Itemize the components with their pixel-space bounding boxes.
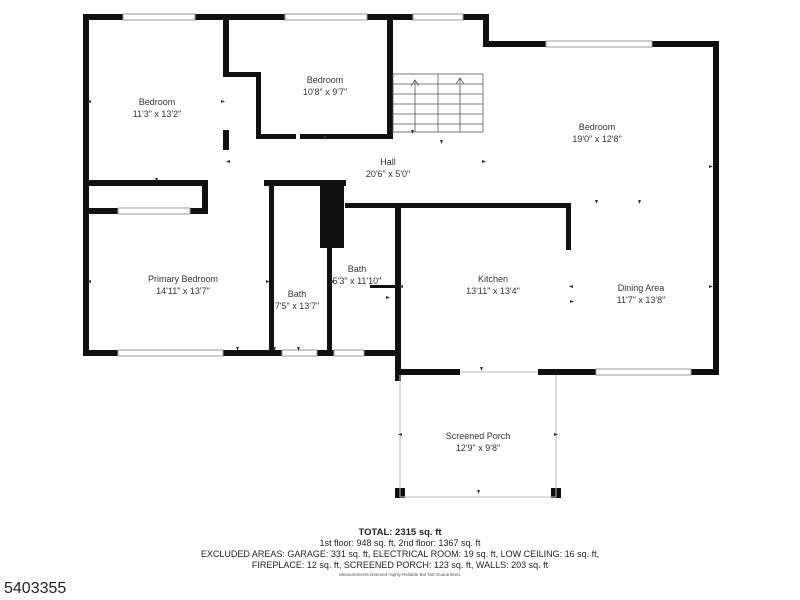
room-dimensions: 20'6" x 5'0" xyxy=(365,169,411,179)
total-area: TOTAL: 2315 sq. ft xyxy=(358,527,442,538)
room-label-screened-porch: Screened Porch 12'9" x 9'8" xyxy=(446,430,511,454)
floor-areas: 1st floor: 948 sq. ft, 2nd floor: 1367 s… xyxy=(319,538,481,548)
room-name: Kitchen xyxy=(477,274,509,284)
room-name: Bath xyxy=(347,264,367,274)
room-dimensions: 12'9" x 9'8" xyxy=(455,443,501,453)
listing-id: 5403355 xyxy=(4,580,67,597)
dimension-ticks xyxy=(87,100,713,494)
room-label-kitchen: Kitchen 13'11" x 13'4" xyxy=(466,273,520,297)
excluded-areas-line-1: EXCLUDED AREAS: GARAGE: 331 sq. ft, ELEC… xyxy=(200,549,600,559)
room-label-bedroom-ne: Bedroom 19'0" x 12'8" xyxy=(572,121,621,145)
room-dimensions: 11'7" x 13'8" xyxy=(616,295,666,305)
floor-plan xyxy=(83,13,719,498)
room-name: Hall xyxy=(380,157,396,167)
room-dimensions: 19'0" x 12'8" xyxy=(572,134,622,144)
area-summary: TOTAL: 2315 sq. ft 1st floor: 948 sq. ft… xyxy=(0,527,800,578)
room-dimensions: 14'11" x 13'7" xyxy=(156,286,210,296)
room-name: Primary Bedroom xyxy=(147,274,219,284)
room-dimensions: 10'8" x 9'7" xyxy=(302,87,348,97)
room-label-bedroom-n: Bedroom 10'8" x 9'7" xyxy=(303,74,347,98)
room-name: Screened Porch xyxy=(445,431,511,441)
room-name: Bedroom xyxy=(578,122,616,132)
room-name: Dining Area xyxy=(617,283,665,293)
room-dimensions: 5'3" x 11'10" xyxy=(332,276,382,286)
room-label-dining-area: Dining Area 11'7" x 13'8" xyxy=(617,282,666,306)
room-name: Bedroom xyxy=(306,75,344,85)
room-dimensions: 11'3" x 13'2" xyxy=(132,109,182,119)
porch-outline xyxy=(399,371,557,498)
windows xyxy=(117,13,692,376)
room-label-bath-small: Bath 5'3" x 11'10" xyxy=(333,263,382,287)
room-name: Bath xyxy=(287,289,307,299)
room-label-bedroom-nw: Bedroom 11'3" x 13'2" xyxy=(133,96,182,120)
room-label-bath-main: Bath 7'5" x 13'7" xyxy=(275,288,319,312)
room-dimensions: 13'11" x 13'4" xyxy=(466,286,520,296)
walls xyxy=(83,14,719,498)
disclaimer: Measurements Deemed Highly Reliable But … xyxy=(339,572,461,577)
room-label-hall: Hall 20'6" x 5'0" xyxy=(366,156,410,180)
stairs xyxy=(392,73,484,133)
excluded-areas-line-2: FIREPLACE: 12 sq. ft, SCREENED PORCH: 12… xyxy=(251,560,549,570)
room-label-primary-bedroom: Primary Bedroom 14'11" x 13'7" xyxy=(148,273,218,297)
room-name: Bedroom xyxy=(138,97,176,107)
room-dimensions: 7'5" x 13'7" xyxy=(274,301,320,311)
